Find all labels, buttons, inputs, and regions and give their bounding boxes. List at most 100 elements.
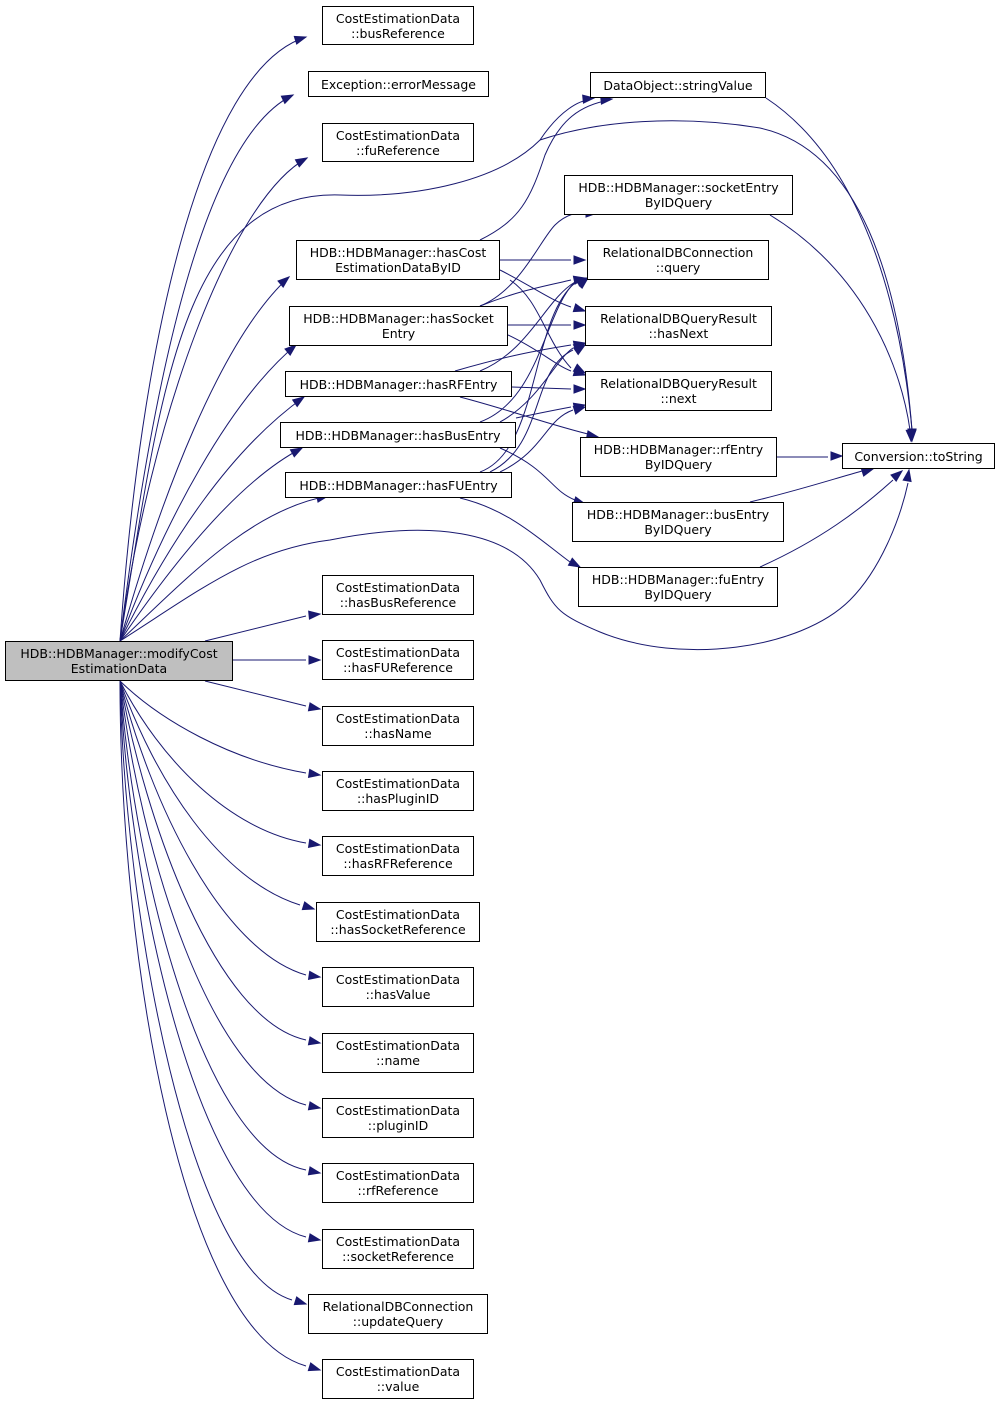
node-root-line-2: EstimationData xyxy=(70,661,168,676)
arrowhead-root-to-rfReference xyxy=(307,1166,322,1176)
arrowhead-fuEntryQ-to-toString xyxy=(890,470,904,483)
node-hasPluginID[interactable]: CostEstimationData ::hasPluginID xyxy=(322,771,474,811)
node-hasName[interactable]: CostEstimationData ::hasName xyxy=(322,706,474,746)
arrowhead-root-to-hasName xyxy=(307,702,322,712)
node-pluginID[interactable]: CostEstimationData ::pluginID xyxy=(322,1098,474,1138)
edge-hasBusEntry-to-query xyxy=(479,281,576,423)
node-errorMessage[interactable]: Exception::errorMessage xyxy=(308,71,489,97)
arrowhead-root-to-socketReference xyxy=(307,1233,322,1243)
edge-root-to-hasPluginID xyxy=(119,680,307,774)
node-hasRFRef-line-1: CostEstimationData xyxy=(335,841,461,856)
node-hasNext[interactable]: RelationalDBQueryResult ::hasNext xyxy=(585,306,772,346)
node-name-line-1: CostEstimationData xyxy=(335,1038,461,1053)
edge-hasCostEst-to-stringValue xyxy=(479,99,611,241)
edge-hasFUEntry-to-next xyxy=(499,409,574,473)
edge-hasCostEst-to-hasNext xyxy=(499,269,572,308)
node-hasFUEntry[interactable]: HDB::HDBManager::hasFUEntry xyxy=(285,472,512,498)
edge-socketEntryQ-to-toString xyxy=(769,214,911,431)
arrowhead-root-to-hasBusEntry xyxy=(289,447,304,458)
node-hasSocketEntry-line-2: Entry xyxy=(381,326,416,341)
node-hasValue-line-2: ::hasValue xyxy=(365,987,431,1002)
node-busReference[interactable]: CostEstimationData ::busReference xyxy=(322,6,474,45)
arrowhead-root-to-busReference xyxy=(293,35,308,45)
node-hasNext-line-2: ::hasNext xyxy=(648,326,709,341)
edge-root-to-name xyxy=(119,680,307,1041)
node-hasRFEntry[interactable]: HDB::HDBManager::hasRFEntry xyxy=(285,371,512,397)
arrowhead-root-to-hasBusRef xyxy=(308,610,322,620)
node-next-line-1: RelationalDBQueryResult xyxy=(600,376,757,391)
arrowhead-root-to-hasSocketRef xyxy=(301,901,316,911)
node-fuReference[interactable]: CostEstimationData ::fuReference xyxy=(322,123,474,162)
arrowhead-hasFUEntry-to-next xyxy=(572,405,587,415)
node-hasValue-line-1: CostEstimationData xyxy=(335,972,461,987)
node-hasValue[interactable]: CostEstimationData ::hasValue xyxy=(322,967,474,1007)
node-hasSocketRef-line-2: ::hasSocketReference xyxy=(330,922,466,937)
edge-hasCostEst-to-next xyxy=(509,279,572,369)
edge-hasRFEntry-to-query xyxy=(479,281,576,372)
edge-root-to-hasRFRef xyxy=(119,680,307,844)
arrowhead-root-to-updateQuery xyxy=(293,1296,308,1306)
edge-root-to-hasRFEntry xyxy=(119,396,305,642)
node-name-line-2: ::name xyxy=(376,1053,420,1068)
node-rfEntryQ-line-1: HDB::HDBManager::rfEntry xyxy=(593,442,764,457)
edge-busEntryQ-to-toString xyxy=(749,470,863,503)
arrowhead-hasRFEntry-to-next xyxy=(573,384,587,394)
node-hasSocketRef[interactable]: CostEstimationData ::hasSocketReference xyxy=(316,902,480,942)
node-busReference-line-2: ::busReference xyxy=(351,25,445,41)
node-updateQuery[interactable]: RelationalDBConnection ::updateQuery xyxy=(308,1294,488,1334)
node-rfReference[interactable]: CostEstimationData ::rfReference xyxy=(322,1163,474,1203)
node-socketEntryQ[interactable]: HDB::HDBManager::socketEntry ByIDQuery xyxy=(564,175,793,215)
node-hasNext-line-1: RelationalDBQueryResult xyxy=(600,311,757,326)
edge-hasRFEntry-to-rfEntryQ xyxy=(459,396,593,436)
node-query[interactable]: RelationalDBConnection ::query xyxy=(587,240,769,280)
node-fuReference-line-1: CostEstimationData xyxy=(335,127,461,143)
node-query-line-1: RelationalDBConnection xyxy=(602,245,754,260)
node-errorMessage-line-1: Exception::errorMessage xyxy=(321,76,476,92)
edge-root-to-hasValue xyxy=(119,680,307,976)
node-updateQuery-line-1: RelationalDBConnection xyxy=(322,1299,474,1314)
edge-root-to-rfReference xyxy=(119,680,307,1171)
arrowhead-hasFUEntry-to-hasNext xyxy=(572,344,587,356)
node-hasName-line-1: CostEstimationData xyxy=(335,711,461,726)
arrowhead-root-to-toString xyxy=(902,468,912,483)
edge-root-to-fuReference xyxy=(119,157,308,642)
node-next-line-2: ::next xyxy=(660,391,697,406)
node-next[interactable]: RelationalDBQueryResult ::next xyxy=(585,371,772,411)
edge-hasBusEntry-to-busEntryQ xyxy=(499,447,576,501)
node-hasBusEntry[interactable]: HDB::HDBManager::hasBusEntry xyxy=(280,422,516,448)
node-hasBusRef[interactable]: CostEstimationData ::hasBusReference xyxy=(322,575,474,615)
node-hasRFEntry-line-1: HDB::HDBManager::hasRFEntry xyxy=(299,376,498,392)
edge-root-to-stringValue xyxy=(119,99,591,642)
edge-root-to-socketReference xyxy=(119,680,307,1238)
node-root[interactable]: HDB::HDBManager::modifyCost EstimationDa… xyxy=(5,641,233,681)
edge-stringValue-to-toString xyxy=(765,97,913,431)
edge-hasFUEntry-to-fuEntryQ xyxy=(459,497,571,563)
node-rfEntryQ[interactable]: HDB::HDBManager::rfEntry ByIDQuery xyxy=(580,437,777,477)
edge-fuEntryQ-to-toString xyxy=(759,479,894,568)
arrowhead-root-to-hasSocketEntry xyxy=(284,344,298,357)
node-busEntryQ[interactable]: HDB::HDBManager::busEntry ByIDQuery xyxy=(572,502,784,542)
node-hasRFRef[interactable]: CostEstimationData ::hasRFReference xyxy=(322,836,474,876)
node-value[interactable]: CostEstimationData ::value xyxy=(322,1359,474,1399)
arrowhead-root-to-hasRFEntry xyxy=(291,396,306,408)
node-hasCostEst[interactable]: HDB::HDBManager::hasCost EstimationDataB… xyxy=(296,240,500,280)
edge-hasRFEntry-to-hasNext xyxy=(454,344,572,372)
edge-hasFUEntry-to-query xyxy=(479,282,576,473)
node-stringValue[interactable]: DataObject::stringValue xyxy=(590,72,766,98)
node-hasBusRef-line-1: CostEstimationData xyxy=(335,580,461,595)
node-hasSocketEntry-line-1: HDB::HDBManager::hasSocket xyxy=(303,311,494,326)
arrowhead-root-to-hasRFRef xyxy=(307,838,322,848)
node-hasFURef[interactable]: CostEstimationData ::hasFUReference xyxy=(322,640,474,680)
node-socketEntryQ-line-2: ByIDQuery xyxy=(644,195,713,210)
node-socketReference[interactable]: CostEstimationData ::socketReference xyxy=(322,1229,474,1269)
node-fuEntryQ[interactable]: HDB::HDBManager::fuEntry ByIDQuery xyxy=(578,567,778,607)
arrowhead-hasCostEst-to-hasNext xyxy=(572,303,587,313)
node-toString[interactable]: Conversion::toString xyxy=(842,443,995,469)
arrowhead-root-to-errorMessage xyxy=(280,94,295,105)
node-query-line-2: ::query xyxy=(655,260,701,275)
node-socketReference-line-1: CostEstimationData xyxy=(335,1234,461,1249)
edge-root-to-hasSocketEntry xyxy=(119,344,297,642)
node-name[interactable]: CostEstimationData ::name xyxy=(322,1033,474,1073)
node-hasSocketEntry[interactable]: HDB::HDBManager::hasSocket Entry xyxy=(289,306,508,346)
